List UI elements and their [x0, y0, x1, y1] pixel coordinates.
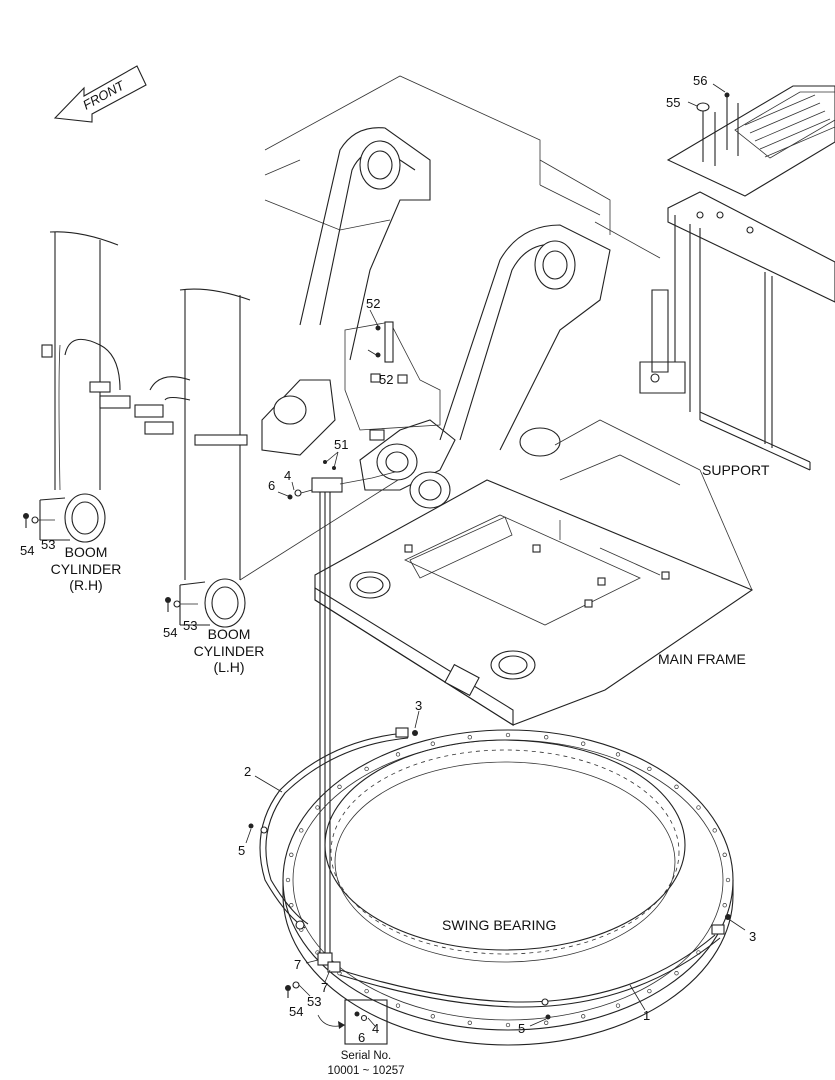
bolt-hole [696, 805, 701, 810]
bolt-hole [337, 784, 342, 789]
bolt-hole [430, 741, 435, 746]
bolt-hole [615, 1003, 621, 1008]
front-direction-arrow [53, 65, 147, 123]
boom-cylinder-rh-line1: BOOM [65, 544, 108, 560]
fitting-3-upper [395, 710, 420, 738]
boom-cylinder-rh-drawing [39, 231, 131, 543]
bolt-hole [315, 805, 320, 810]
serial-range: 10001 ~ 10257 [327, 1065, 404, 1077]
main-frame-label: MAIN FRAME [658, 651, 746, 667]
boom-cylinder-lh-line3: (L.H) [213, 659, 244, 675]
bolt-hole [722, 903, 727, 908]
bearing-bolt-holes [285, 732, 731, 1028]
bolt-55 [687, 101, 710, 162]
serial-inset [317, 999, 388, 1045]
boom-cylinder-lh-drawing [134, 288, 399, 628]
callout-4-upper: 4 [284, 468, 291, 483]
bolt-hole [289, 852, 294, 857]
grease-fitting-rh [23, 513, 55, 528]
fitting-3-right [711, 914, 746, 935]
callout-7-lower: 7 [321, 980, 328, 995]
callout-6-inset: 6 [358, 1030, 365, 1045]
callout-5-lower: 5 [518, 1021, 525, 1036]
serial-title: Serial No. [341, 1050, 392, 1062]
grease-block-51 [311, 451, 396, 493]
callout-54-lower: 54 [289, 1004, 303, 1019]
bolt-hole [722, 852, 727, 857]
bolt-hole [581, 741, 586, 746]
bolt-hole [615, 752, 621, 757]
callout-52-upper: 52 [366, 296, 380, 311]
clamp-5-lower [529, 1014, 551, 1027]
bolt-hole [395, 752, 401, 757]
callout-leaders [254, 309, 646, 1011]
clamp-5-left [245, 823, 254, 844]
bolt-hole [430, 1014, 435, 1019]
callout-1: 1 [643, 1008, 650, 1023]
grease-hose-2 [259, 732, 409, 930]
bolt-hole [285, 877, 291, 883]
bolt-hole [712, 828, 717, 833]
callout-7-upper: 7 [294, 957, 301, 972]
callout-3-upper: 3 [415, 698, 422, 713]
bolt-hole [467, 1020, 472, 1025]
fitting-4-6-upper [287, 489, 313, 500]
callout-4-inset: 4 [372, 1021, 379, 1036]
bolt-hole [505, 732, 511, 738]
boom-cylinder-rh-line3: (R.H) [69, 577, 102, 593]
callout-5-left: 5 [238, 843, 245, 858]
callout-52-lower: 52 [379, 372, 393, 387]
bolt-hole [647, 766, 652, 772]
grease-fitting-53-54-lower [285, 981, 311, 998]
support-drawing [639, 85, 835, 471]
fitting-7-block [305, 952, 341, 983]
callout-54-lh: 54 [163, 625, 177, 640]
swing-bearing-drawing [282, 729, 734, 1046]
callout-56: 56 [693, 73, 707, 88]
grease-hose-1 [339, 934, 721, 1008]
grease-fitting-52 [375, 321, 394, 363]
callout-51: 51 [334, 437, 348, 452]
bolt-hole [725, 877, 731, 883]
callout-2: 2 [244, 764, 251, 779]
callout-53-rh: 53 [41, 537, 55, 552]
bolt-hole [395, 1003, 401, 1008]
bolt-hole [364, 766, 369, 772]
callout-55: 55 [666, 95, 680, 110]
callout-6-upper: 6 [268, 478, 275, 493]
bolt-hole [674, 971, 679, 976]
bolt-hole [467, 735, 472, 740]
bolt-hole [289, 903, 294, 908]
bolt-hole [299, 828, 304, 833]
grease-fitting-lh [165, 597, 198, 612]
callout-53-lh: 53 [183, 618, 197, 633]
boom-cylinder-rh-line2: CYLINDER [51, 561, 122, 577]
bolt-hole [544, 735, 549, 740]
callout-53-lower: 53 [307, 994, 321, 1009]
boom-cylinder-lh-line1: BOOM [208, 626, 251, 642]
bolt-56 [712, 83, 739, 166]
bolt-hole [505, 1022, 511, 1028]
callout-3-right: 3 [749, 929, 756, 944]
bolt-hole [364, 988, 369, 994]
bolt-hole [581, 1014, 586, 1019]
bolt-hole [674, 784, 679, 789]
bolt-hole [647, 988, 652, 994]
bolt-hole [544, 1020, 549, 1025]
callout-54-rh: 54 [20, 543, 34, 558]
swing-bearing-label: SWING BEARING [442, 917, 556, 933]
boom-cylinder-lh-line2: CYLINDER [194, 643, 265, 659]
support-label: SUPPORT [702, 462, 770, 478]
grease-hoses-vertical [319, 492, 331, 955]
main-frame-drawing [261, 75, 754, 726]
